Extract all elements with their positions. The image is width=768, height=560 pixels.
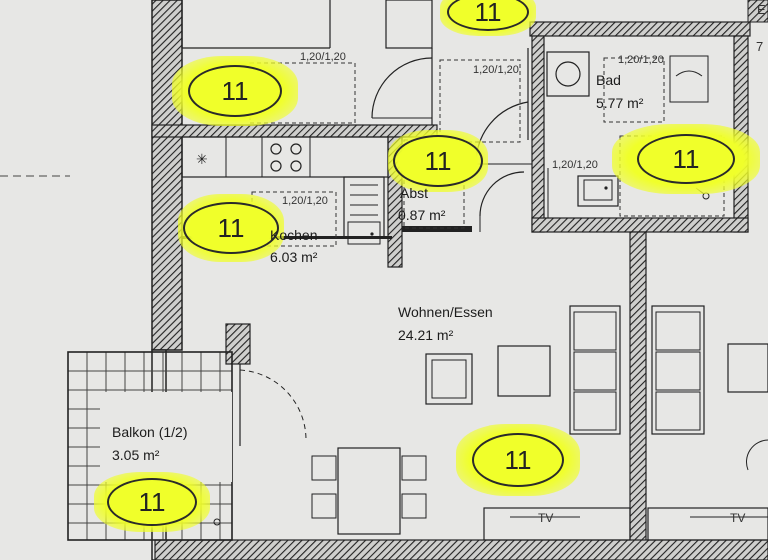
marker-label: 11 [107, 478, 197, 526]
wall-abst-bottom [402, 226, 472, 232]
wall-bath-left [531, 35, 545, 233]
edge-text-second: 7 [756, 39, 764, 54]
marker-label: 11 [188, 65, 282, 117]
room-name-balkon: Balkon (1/2) [112, 424, 188, 440]
wall-kitchen-top [151, 124, 438, 138]
highlight-marker-kochen: 11 [178, 194, 284, 262]
bath-sink [577, 175, 619, 207]
highlight-marker-balkon: 11 [94, 472, 210, 532]
wall-bottom [154, 539, 768, 560]
window-dim-upper-middle: 1,20/1,20 [473, 64, 519, 76]
marker-label: 11 [183, 202, 279, 254]
sofa-left [569, 305, 621, 435]
highlight-marker-top-center: 11 [440, 0, 536, 36]
room-area-balkon: 3.05 m² [112, 447, 160, 463]
tv-sideboard-right [647, 507, 768, 541]
washing-machine [546, 51, 590, 97]
wall-center-vertical [629, 231, 647, 560]
marker-label: 11 [637, 134, 735, 184]
highlight-marker-abst: 11 [388, 130, 488, 192]
highlight-marker-wohnen: 11 [456, 424, 580, 496]
armchair [425, 353, 473, 405]
room-area-abst: 0.87 m² [398, 207, 446, 223]
room-name-kochen: Kochen [270, 227, 318, 243]
kitchen-counter [181, 136, 389, 178]
window-dim-kochen: 1,20/1,20 [282, 195, 328, 207]
window-dim-bad-top: 1,20/1,20 [618, 54, 664, 66]
tv-sideboard-left [483, 507, 631, 541]
marker-label: 11 [447, 0, 529, 31]
room-area-wohnen: 24.21 m² [398, 327, 454, 343]
window-dim-bad-lower: 1,20/1,20 [552, 159, 598, 171]
wall-left-outer [151, 0, 183, 351]
wall-bath-top [529, 21, 751, 37]
tv-label-left: TV [538, 511, 554, 525]
window-dim-upper-left: 1,20/1,20 [300, 51, 346, 63]
wall-kitchen-bottom [182, 236, 392, 239]
fridge-symbol: ✳ [196, 152, 208, 168]
wall-bath-bottom [531, 217, 749, 233]
highlight-marker-upper-left: 11 [172, 56, 298, 126]
wall-right-top [747, 0, 768, 23]
dining-table [337, 447, 401, 535]
coffee-table [497, 345, 551, 397]
highlight-marker-bad: 11 [612, 124, 760, 194]
room-name-wohnen: Wohnen/Essen [398, 304, 493, 320]
tv-label-right: TV [730, 511, 746, 525]
marker-label: 11 [472, 433, 564, 487]
room-name-abst: Abst [400, 185, 429, 201]
marker-label: 11 [393, 135, 483, 187]
room-area-kochen: 6.03 m² [270, 249, 318, 265]
room-name-bad: Bad [596, 72, 621, 88]
edge-text-top: E [757, 2, 766, 17]
sofa-right [651, 305, 705, 435]
room-area-bad: 5.77 m² [596, 95, 644, 111]
